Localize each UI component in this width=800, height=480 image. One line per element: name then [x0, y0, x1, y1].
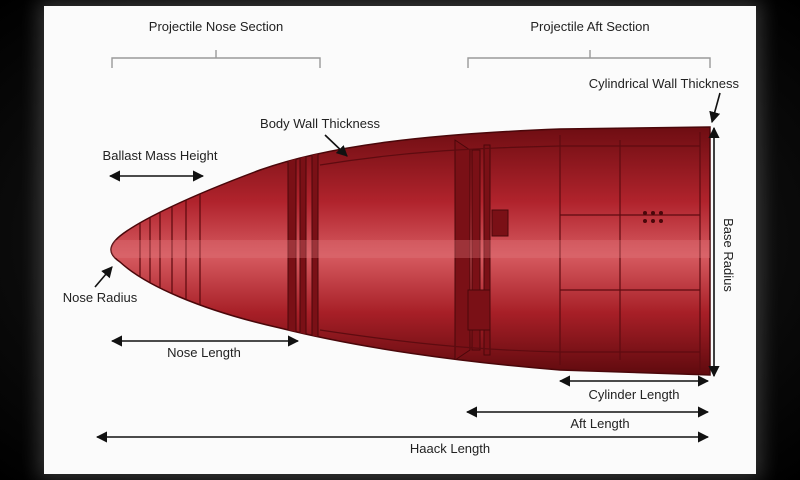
nose-length-label: Nose Length	[167, 345, 241, 360]
cylindrical-wall-pointer	[709, 92, 721, 124]
base-radius-label: Base Radius	[721, 218, 736, 292]
aft-length-label: Aft Length	[570, 416, 629, 431]
inner-wall-lines	[319, 132, 701, 370]
ballast-mass-label: Ballast Mass Height	[103, 148, 218, 163]
haack-length-label: Haack Length	[410, 441, 490, 456]
aft-bracket-lower	[467, 289, 491, 331]
nose-radius-pointer	[94, 266, 113, 288]
body-wall-label: Body Wall Thickness	[260, 116, 380, 131]
projectile-body	[110, 126, 711, 376]
nose-radius-label: Nose Radius	[63, 290, 138, 305]
cylinder-length-label: Cylinder Length	[588, 387, 679, 402]
aft-bracket	[491, 209, 509, 237]
nose-section-brace	[111, 50, 321, 68]
aft-section-brace	[467, 50, 711, 68]
bulkhead-mid	[454, 139, 491, 361]
cylindrical-wall-label: Cylindrical Wall Thickness	[589, 76, 740, 91]
vent-holes	[643, 211, 663, 223]
aft-section-label: Projectile Aft Section	[530, 19, 649, 34]
nose-section-label: Projectile Nose Section	[149, 19, 283, 34]
body-wall-pointer	[324, 134, 348, 157]
